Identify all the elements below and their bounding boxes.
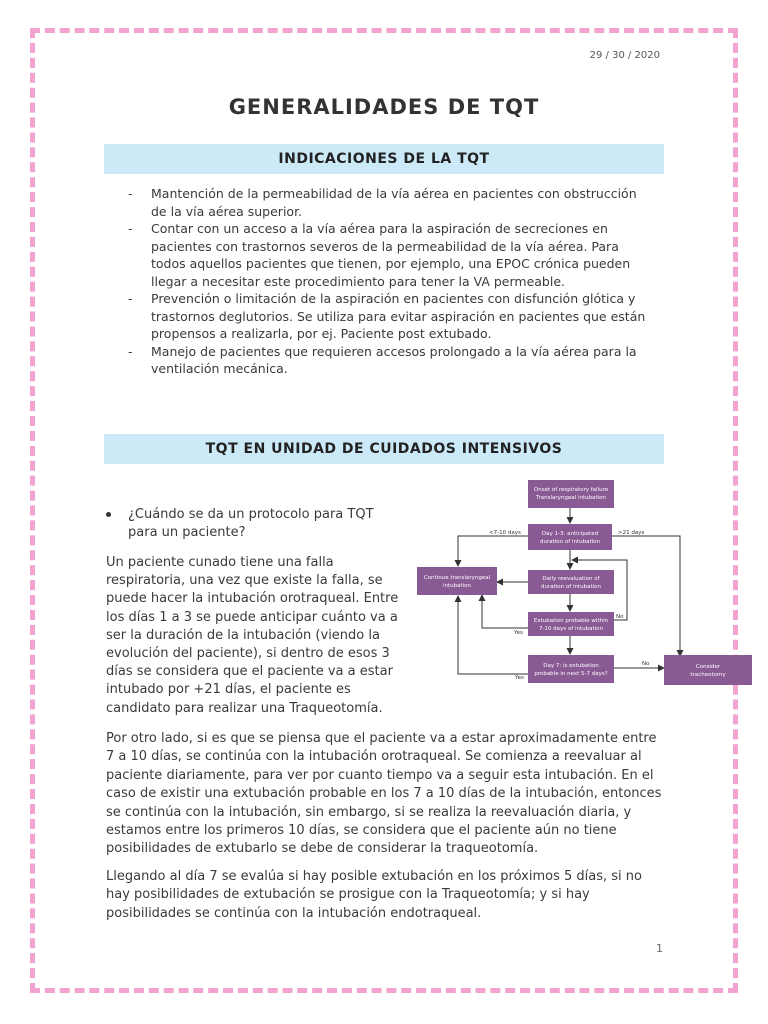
paragraph-2: Por otro lado, si es que se piensa que e… <box>106 731 662 857</box>
svg-text:intubation: intubation <box>443 583 472 589</box>
svg-text:Onset of respiratory failure: Onset of respiratory failure <box>534 487 609 493</box>
box-daily: Daily reevaluation of duration of intuba… <box>528 570 614 594</box>
list-item: Manejo de pacientes que requieren acceso… <box>126 343 646 378</box>
svg-text:7-10 days of intubation: 7-10 days of intubation <box>539 626 604 632</box>
page-title: GENERALIDADES DE TQT <box>228 95 540 119</box>
box-day13: Day 1-3: anticipated duration of intubat… <box>528 524 612 550</box>
section-heading-indicaciones: INDICACIONES DE LA TQT <box>104 144 664 174</box>
svg-text:Consider: Consider <box>696 664 721 670</box>
svg-text:Translaryngeal intubation: Translaryngeal intubation <box>535 495 607 501</box>
arrow <box>612 535 684 657</box>
label-no: No <box>616 614 624 620</box>
arrow <box>454 535 528 567</box>
box-onset: Onset of respiratory failure Translaryng… <box>528 480 614 508</box>
svg-text:tracheotomy: tracheotomy <box>690 672 726 678</box>
svg-text:Continue translaryngeal: Continue translaryngeal <box>424 575 491 581</box>
label-yes: Yes <box>514 675 524 681</box>
svg-text:Day 7: is extubation: Day 7: is extubation <box>543 663 599 669</box>
svg-text:duration of intubation: duration of intubation <box>541 584 602 590</box>
list-item: Contar con un acceso a la vía aérea para… <box>126 220 646 290</box>
svg-text:Extubation probable within: Extubation probable within <box>534 618 609 624</box>
question-bullet: ¿Cuándo se da un protocolo para TQT para… <box>106 506 406 542</box>
svg-text:Day 1-3: anticipated: Day 1-3: anticipated <box>542 531 598 537</box>
bullet-icon <box>106 512 111 517</box>
list-item: Mantención de la permeabilidad de la vía… <box>126 185 646 220</box>
page-number: 1 <box>656 942 663 955</box>
label-7-10-days: <7-10 days <box>489 530 521 536</box>
box-consider: Consider tracheotomy <box>664 655 752 685</box>
svg-text:duration of intubation: duration of intubation <box>540 539 601 545</box>
box-day7: Day 7: is extubation probable in next 5-… <box>528 655 614 683</box>
arrow <box>571 556 628 621</box>
intubation-flowchart: Onset of respiratory failure Translaryng… <box>417 480 752 685</box>
question-text: ¿Cuándo se da un protocolo para TQT para… <box>128 507 374 540</box>
list-item: Prevención o limitación de la aspiración… <box>126 290 646 343</box>
paragraph-3: Llegando al día 7 se evalúa si hay posib… <box>106 869 642 921</box>
date: 29 / 30 / 2020 <box>589 50 660 61</box>
section-heading-uci: TQT EN UNIDAD DE CUIDADOS INTENSIVOS <box>104 434 664 464</box>
box-continue: Continue translaryngeal intubation <box>417 567 497 595</box>
arrow <box>454 595 528 675</box>
indications-list: Mantención de la permeabilidad de la vía… <box>126 185 646 378</box>
paragraph-1: Un paciente cunado tiene una falla respi… <box>106 555 399 716</box>
svg-text:probable in next 5-7 days?: probable in next 5-7 days? <box>534 671 607 677</box>
label-yes: Yes <box>513 630 523 636</box>
arrow <box>478 594 528 629</box>
box-extubation: Extubation probable within 7-10 days of … <box>528 612 614 636</box>
page-border <box>30 28 738 993</box>
label-no: No <box>642 661 650 667</box>
label-21-days: >21 days <box>618 530 644 536</box>
svg-text:Daily reevaluation of: Daily reevaluation of <box>542 576 600 582</box>
